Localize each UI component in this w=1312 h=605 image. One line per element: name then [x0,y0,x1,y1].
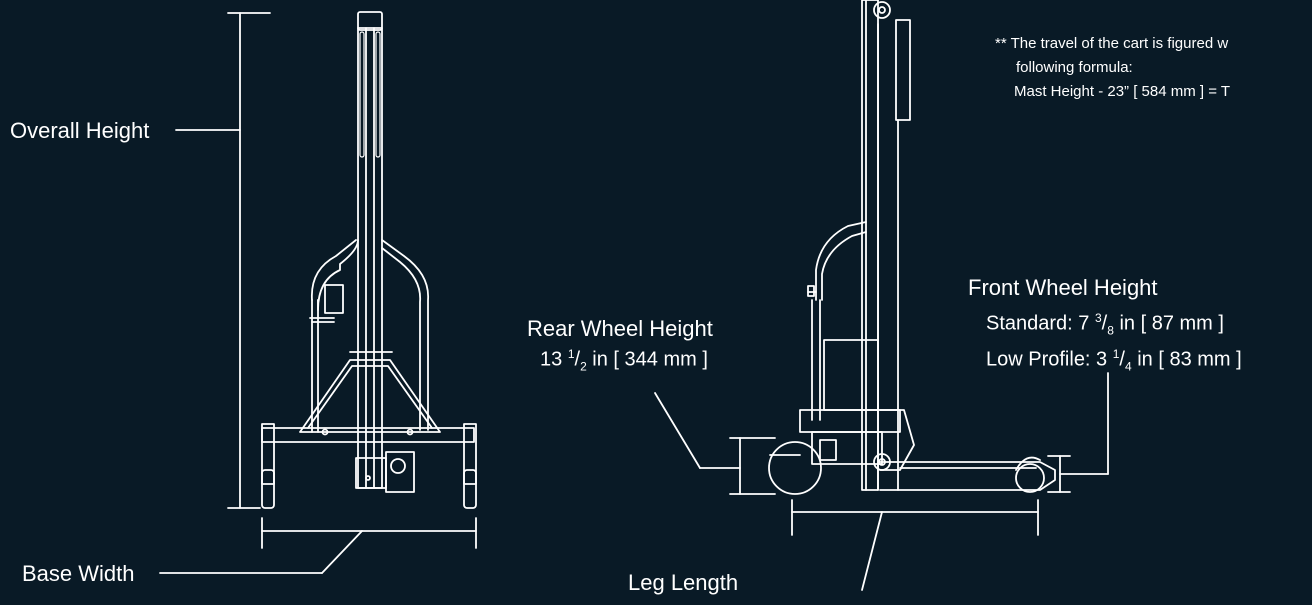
front-wheel-low-profile-value: Low Profile: 3 1/4 in [ 83 mm ] [986,347,1242,374]
base-width-label: Base Width [22,561,135,586]
front-view-cart [261,11,477,509]
base-width-dimension [159,517,477,574]
leg-length-label: Leg Length [628,570,739,595]
side-view-cart [768,0,1056,495]
overall-height-dimension [175,12,271,509]
travel-note-line-3: Mast Height - 23” [ 584 mm ] = T [1014,83,1231,100]
rear-wheel-height-title: Rear Wheel Height [527,316,713,341]
front-wheel-height-dimension [1047,372,1109,493]
leg-length-dimension [791,499,1039,591]
front-wheel-height-title: Front Wheel Height [968,275,1158,300]
overall-height-label: Overall Height [10,118,150,143]
rear-wheel-height-value: 13 1/2 in [ 344 mm ] [540,347,708,374]
travel-note-line-2: following formula: [1016,59,1133,76]
rear-wheel-height-dimension [654,392,776,495]
mast-chain [359,31,381,158]
travel-note-line-1: ** The travel of the cart is figured w [995,35,1229,52]
front-wheel-standard-value: Standard: 7 3/8 in [ 87 mm ] [986,311,1224,338]
